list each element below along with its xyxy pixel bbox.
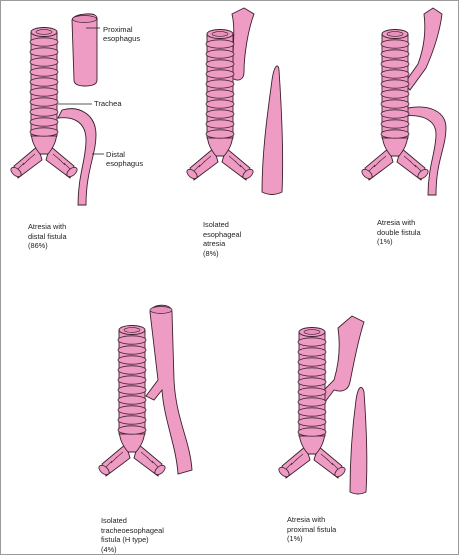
distal-esophagus-label: Distal esophagus <box>106 150 143 169</box>
proximal-esophagus-label: Proximal esophagus <box>103 25 140 44</box>
panel-5-proximal-fistula <box>277 316 367 494</box>
panel-1-distal-fistula <box>9 14 97 205</box>
trachea-label: Trachea <box>94 99 122 108</box>
panel-2-isolated-atresia <box>185 8 283 195</box>
panel-3-double-fistula <box>360 8 446 195</box>
proximal-esophagus-pouch <box>72 14 97 86</box>
panel-4-h-type-fistula <box>97 305 192 476</box>
